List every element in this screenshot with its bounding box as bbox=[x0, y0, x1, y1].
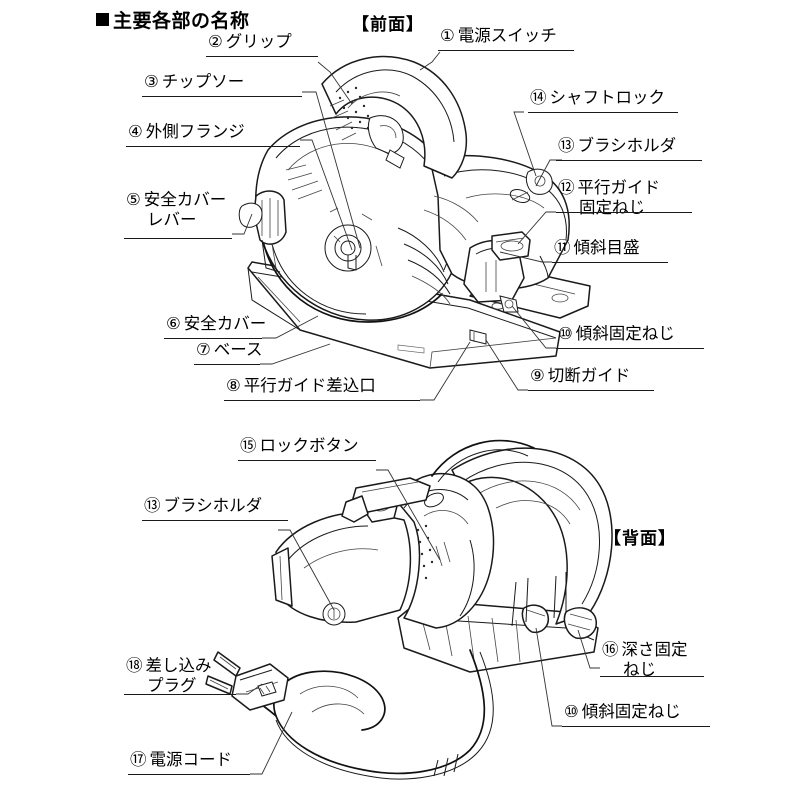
callout-10-rear-underline bbox=[562, 726, 710, 727]
callout-11-underline bbox=[552, 262, 668, 263]
callout-8-label: 平行ガイド差込口 bbox=[243, 376, 376, 395]
callout-2-underline bbox=[206, 56, 318, 57]
callout-16-underline bbox=[600, 676, 704, 677]
callout-11-label: 傾斜目盛 bbox=[573, 238, 640, 257]
callout-4-marker: ④ bbox=[128, 122, 143, 141]
callout-6-label: 安全カバー bbox=[183, 314, 267, 333]
callout-3-underline bbox=[142, 96, 302, 97]
callout-7-label: ベース bbox=[213, 340, 263, 359]
callout-18-underline bbox=[124, 694, 236, 695]
callout-10-underline bbox=[556, 348, 704, 349]
callout-15-underline bbox=[238, 460, 376, 461]
callout-11-marker: ⑪ bbox=[554, 238, 571, 257]
callout-13-marker: ⑬ bbox=[558, 136, 575, 155]
callout-1-marker: ① bbox=[440, 26, 455, 45]
callout-6-underline bbox=[164, 338, 262, 339]
callout-2-label: グリップ bbox=[225, 32, 292, 51]
callout-10-marker: ⑩ bbox=[558, 324, 573, 343]
callout-14-label: シャフトロック bbox=[549, 88, 666, 107]
callout-12-label-line2: 固定ねじ bbox=[579, 198, 645, 217]
callout-9-label: 切断ガイド bbox=[547, 366, 631, 385]
callout-14-marker: ⑭ bbox=[530, 88, 547, 107]
callout-9-marker: ⑨ bbox=[530, 366, 545, 385]
callout-7-marker: ⑦ bbox=[196, 340, 211, 359]
callout-8-marker: ⑧ bbox=[226, 376, 241, 395]
callout-15-label: ロックボタン bbox=[259, 436, 359, 455]
callout-5-label-line2: レバー bbox=[147, 210, 197, 229]
callout-12-underline bbox=[556, 212, 692, 213]
callout-17-underline bbox=[128, 774, 250, 775]
callout-1-label: 電源スイッチ bbox=[457, 26, 557, 45]
callout-13-rear-marker: ⑬ bbox=[144, 496, 161, 515]
callout-8-underline bbox=[224, 400, 420, 401]
callout-10-rear-label: 傾斜固定ねじ bbox=[581, 702, 681, 721]
page-title: 主要各部の名称 bbox=[96, 6, 250, 33]
callout-18-marker: ⑱ bbox=[126, 656, 143, 675]
callout-2-marker: ② bbox=[208, 32, 223, 51]
callout-15-marker: ⑮ bbox=[240, 436, 257, 455]
callout-17-marker: ⑰ bbox=[130, 750, 147, 769]
callout-9-underline bbox=[528, 390, 654, 391]
callout-13-underline bbox=[556, 160, 702, 161]
callout-10-label: 傾斜固定ねじ bbox=[575, 324, 675, 343]
callout-16-marker: ⑯ bbox=[602, 640, 619, 659]
callout-12-label: 平行ガイド bbox=[577, 178, 661, 197]
callout-10-rear-marker: ⑩ bbox=[564, 702, 579, 721]
callout-4-underline bbox=[126, 146, 300, 147]
callout-3-label: チップソー bbox=[161, 72, 245, 91]
callout-16-label-line2: ねじ bbox=[623, 660, 656, 679]
callout-3-marker: ③ bbox=[144, 72, 159, 91]
page-title-text: 主要各部の名称 bbox=[113, 10, 250, 32]
rear-saw-body bbox=[205, 439, 613, 780]
callout-18-label-line2: プラグ bbox=[147, 676, 197, 695]
callout-13-rear-label: ブラシホルダ bbox=[163, 496, 263, 515]
callout-5-marker: ⑤ bbox=[126, 190, 141, 209]
callout-5-underline bbox=[124, 238, 232, 239]
callout-4-label: 外側フランジ bbox=[145, 122, 245, 141]
callout-7-underline bbox=[194, 364, 260, 365]
callout-16-label: 深さ固定 bbox=[621, 640, 688, 659]
callout-14-underline bbox=[528, 112, 678, 113]
rear-view-caption: 【背面】 bbox=[604, 529, 676, 549]
front-view-caption: 【前面】 bbox=[352, 15, 424, 35]
callout-18-label: 差し込み bbox=[145, 656, 212, 675]
callout-17-label: 電源コード bbox=[149, 750, 233, 769]
callout-13-rear-underline bbox=[142, 520, 288, 521]
front-saw-body bbox=[238, 55, 591, 369]
callout-5-label: 安全カバー bbox=[143, 190, 227, 209]
callout-6-marker: ⑥ bbox=[166, 314, 181, 333]
callout-12-marker: ⑫ bbox=[558, 178, 575, 197]
callout-1-underline bbox=[438, 50, 574, 51]
callout-13-label: ブラシホルダ bbox=[577, 136, 677, 155]
filled-square-icon bbox=[96, 13, 109, 26]
